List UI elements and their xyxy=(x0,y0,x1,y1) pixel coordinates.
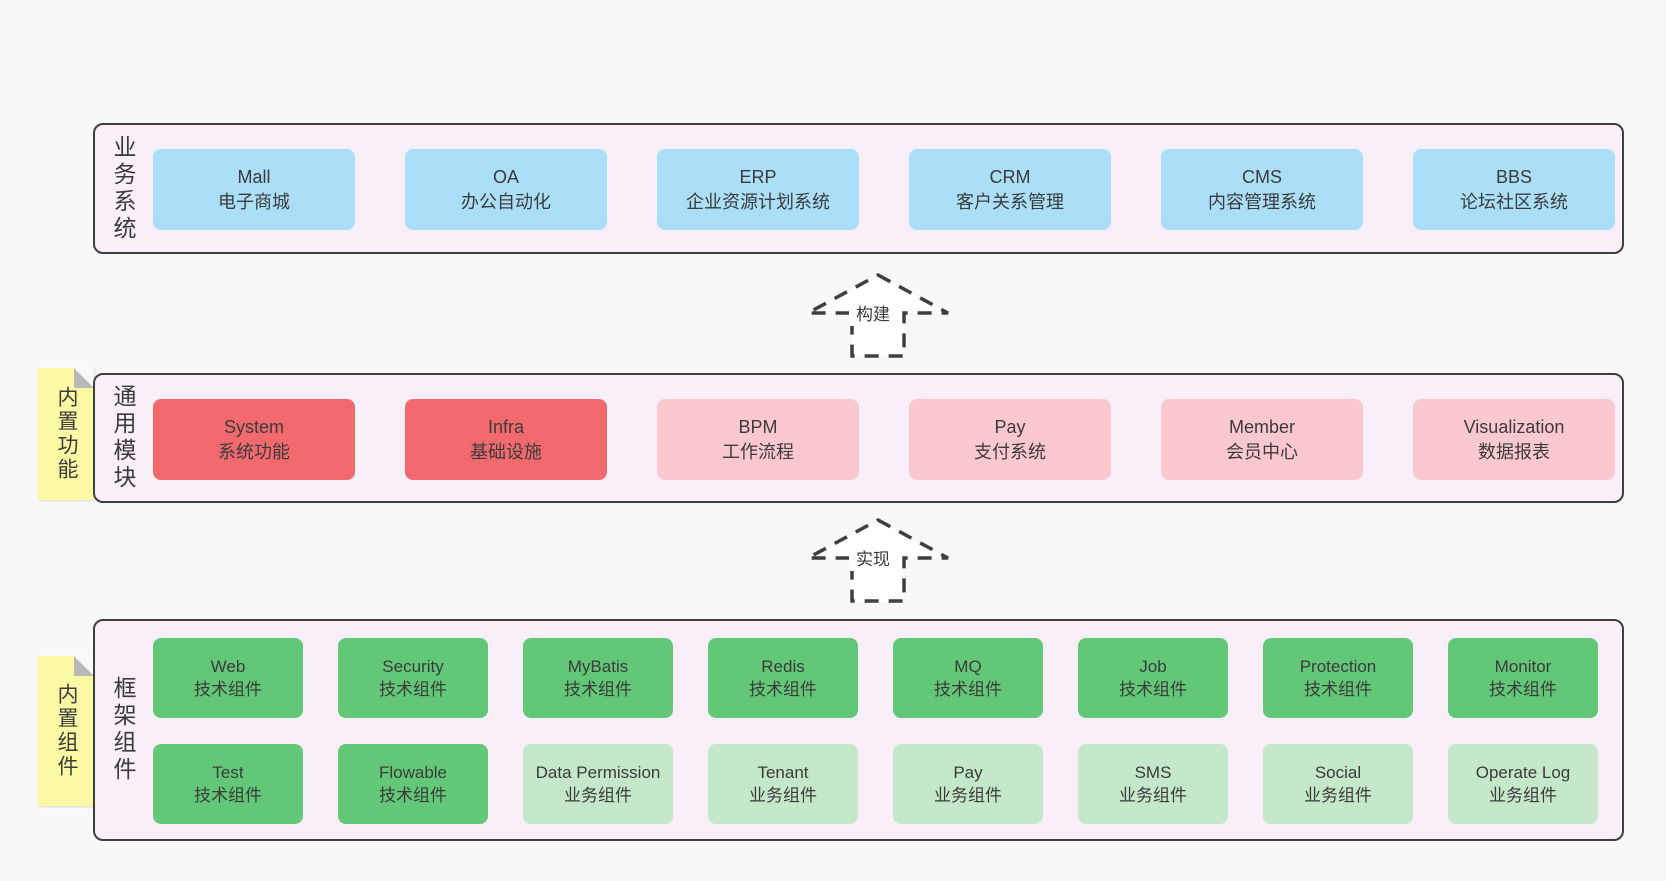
box-title: Pay xyxy=(994,416,1026,437)
component-box: Operate Log 业务组件 xyxy=(1448,744,1598,824)
component-box: Social 业务组件 xyxy=(1263,744,1413,824)
box-subtitle: 客户关系管理 xyxy=(956,191,1064,212)
box-subtitle: 工作流程 xyxy=(722,441,794,462)
box-subtitle: 技术组件 xyxy=(564,680,632,699)
component-box-grid: Web 技术组件 Security 技术组件 MyBatis 技术组件 Redi… xyxy=(153,638,1598,824)
build-arrow-label: 构建 xyxy=(849,303,897,326)
module-box: Member 会员中心 xyxy=(1161,399,1363,480)
box-subtitle: 技术组件 xyxy=(749,680,817,699)
module-box: Pay 支付系统 xyxy=(909,399,1111,480)
common-modules-panel: 通用模块 System 系统功能 Infra 基础设施 BPM 工作流程 xyxy=(93,373,1624,503)
box-title: CRM xyxy=(989,166,1031,187)
component-box: Data Permission 业务组件 xyxy=(523,744,673,824)
component-box: Security 技术组件 xyxy=(338,638,488,718)
box-title: Flowable xyxy=(378,763,448,782)
box-subtitle: 业务组件 xyxy=(1489,786,1557,805)
box-subtitle: 内容管理系统 xyxy=(1208,191,1316,212)
box-subtitle: 业务组件 xyxy=(934,786,1002,805)
box-subtitle: 系统功能 xyxy=(218,441,290,462)
box-title: CMS xyxy=(1242,166,1282,187)
layer-label: 通用模块 xyxy=(110,384,136,492)
sticky-note-built-in-features: 内置功能 xyxy=(38,368,94,500)
box-subtitle: 会员中心 xyxy=(1226,441,1298,462)
component-box: Redis 技术组件 xyxy=(708,638,858,718)
box-title: ERP xyxy=(739,166,777,187)
component-box: Flowable 技术组件 xyxy=(338,744,488,824)
box-subtitle: 技术组件 xyxy=(194,786,262,805)
system-box: Mall 电子商城 xyxy=(153,149,355,230)
component-box: Web 技术组件 xyxy=(153,638,303,718)
module-box-row: System 系统功能 Infra 基础设施 BPM 工作流程 Pay 支付系统 xyxy=(153,399,1615,480)
box-subtitle: 业务组件 xyxy=(1304,786,1372,805)
box-subtitle: 基础设施 xyxy=(470,441,542,462)
note-label: 内置组件 xyxy=(55,683,78,779)
box-title: MQ xyxy=(954,657,982,676)
box-title: SMS xyxy=(1134,763,1172,782)
box-subtitle: 业务组件 xyxy=(1119,786,1187,805)
component-box: Tenant 业务组件 xyxy=(708,744,858,824)
box-subtitle: 企业资源计划系统 xyxy=(686,191,830,212)
box-title: Mall xyxy=(237,166,271,187)
box-title: Social xyxy=(1314,763,1362,782)
box-subtitle: 技术组件 xyxy=(1489,680,1557,699)
module-box: Visualization 数据报表 xyxy=(1413,399,1615,480)
component-box: Protection 技术组件 xyxy=(1263,638,1413,718)
business-box-row: Mall 电子商城 OA 办公自动化 ERP 企业资源计划系统 CRM 客户关系… xyxy=(153,149,1615,230)
system-box: CRM 客户关系管理 xyxy=(909,149,1111,230)
box-subtitle: 技术组件 xyxy=(1119,680,1187,699)
box-title: BPM xyxy=(738,416,778,437)
component-box: Monitor 技术组件 xyxy=(1448,638,1598,718)
box-subtitle: 技术组件 xyxy=(379,680,447,699)
box-title: Job xyxy=(1139,657,1167,676)
system-box: BBS 论坛社区系统 xyxy=(1413,149,1615,230)
component-box: Pay 业务组件 xyxy=(893,744,1043,824)
implement-arrow-label: 实现 xyxy=(849,548,897,571)
box-subtitle: 论坛社区系统 xyxy=(1460,191,1568,212)
box-title: Protection xyxy=(1299,657,1377,676)
box-title: System xyxy=(223,416,284,437)
box-subtitle: 技术组件 xyxy=(194,680,262,699)
system-box: CMS 内容管理系统 xyxy=(1161,149,1363,230)
box-title: Member xyxy=(1228,416,1295,437)
component-box: SMS 业务组件 xyxy=(1078,744,1228,824)
box-subtitle: 支付系统 xyxy=(974,441,1046,462)
business-systems-panel: 业务系统 Mall 电子商城 OA 办公自动化 ERP 企业资源计划系统 xyxy=(93,123,1624,254)
box-subtitle: 技术组件 xyxy=(379,786,447,805)
component-box: Test 技术组件 xyxy=(153,744,303,824)
box-subtitle: 办公自动化 xyxy=(461,191,551,212)
box-title: Monitor xyxy=(1494,657,1552,676)
box-title: Data Permission xyxy=(535,763,661,782)
system-box: OA 办公自动化 xyxy=(405,149,607,230)
box-title: Security xyxy=(382,657,444,676)
component-box: MQ 技术组件 xyxy=(893,638,1043,718)
box-title: Web xyxy=(210,657,246,676)
module-box: System 系统功能 xyxy=(153,399,355,480)
module-box: Infra 基础设施 xyxy=(405,399,607,480)
box-title: Tenant xyxy=(757,763,809,782)
layer-label: 框架组件 xyxy=(110,676,136,784)
box-subtitle: 业务组件 xyxy=(564,786,632,805)
module-box: BPM 工作流程 xyxy=(657,399,859,480)
component-box: Job 技术组件 xyxy=(1078,638,1228,718)
box-title: Operate Log xyxy=(1475,763,1571,782)
system-box: ERP 企业资源计划系统 xyxy=(657,149,859,230)
box-title: Test xyxy=(212,763,244,782)
box-subtitle: 业务组件 xyxy=(749,786,817,805)
box-subtitle: 电子商城 xyxy=(218,191,290,212)
box-title: Redis xyxy=(761,657,805,676)
box-title: BBS xyxy=(1495,166,1533,187)
component-box: MyBatis 技术组件 xyxy=(523,638,673,718)
box-title: OA xyxy=(492,166,519,187)
box-subtitle: 数据报表 xyxy=(1478,441,1550,462)
framework-components-panel: 框架组件 Web 技术组件 Security 技术组件 MyBatis 技术组件 xyxy=(93,619,1624,841)
box-title: Pay xyxy=(953,763,983,782)
box-subtitle: 技术组件 xyxy=(1304,680,1372,699)
note-label: 内置功能 xyxy=(55,386,78,482)
box-title: MyBatis xyxy=(567,657,629,676)
box-title: Visualization xyxy=(1463,416,1565,437)
sticky-note-built-in-components: 内置组件 xyxy=(38,656,94,806)
layer-label: 业务系统 xyxy=(110,134,136,243)
box-title: Infra xyxy=(487,416,525,437)
box-subtitle: 技术组件 xyxy=(934,680,1002,699)
